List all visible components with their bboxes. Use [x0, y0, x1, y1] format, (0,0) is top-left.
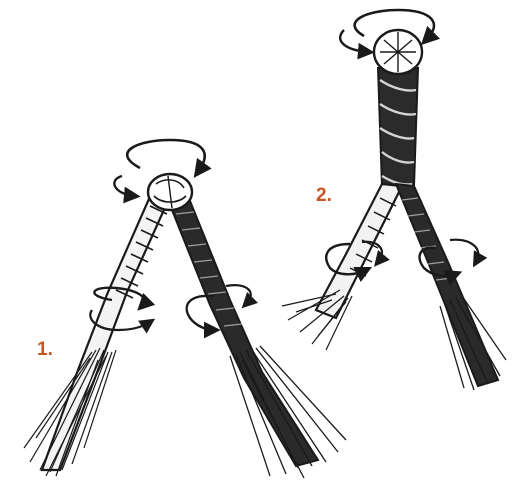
figure-2-knot [374, 30, 422, 74]
figure-1-left-strand [24, 192, 172, 476]
figure-2-twisted-rope [378, 68, 418, 186]
figure-2-left-strand [282, 184, 402, 350]
step-2-label: 2. [316, 186, 332, 205]
step-1-label: 1. [37, 340, 53, 359]
figure-2-right-strand [396, 184, 506, 390]
figure-1-knot [148, 174, 192, 210]
figure-1-right-strand [168, 196, 346, 478]
figure-step-1 [24, 140, 346, 478]
